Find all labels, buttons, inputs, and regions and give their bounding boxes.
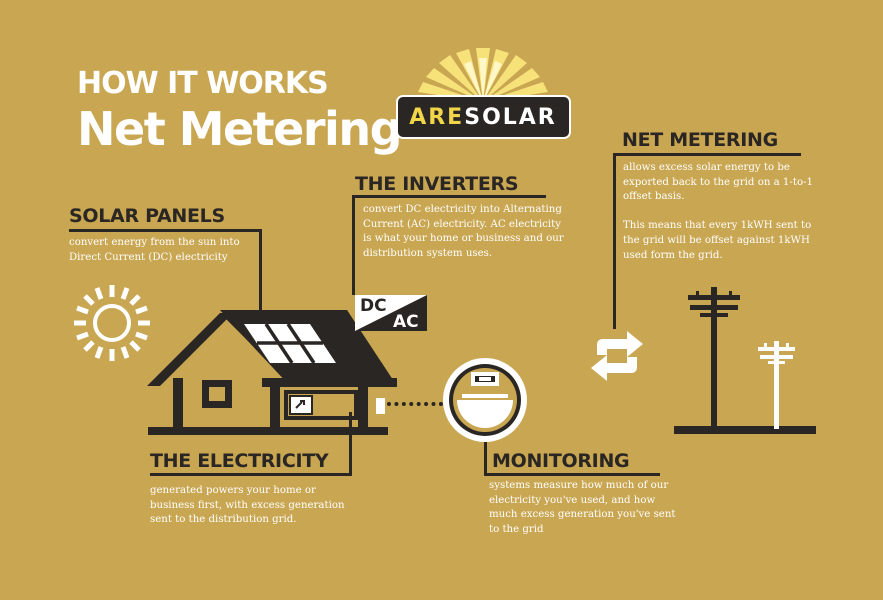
solar-panels-text: convert energy from the sun into Direct … — [69, 237, 240, 263]
logo-are: ARE — [409, 105, 465, 130]
electricity-rule — [150, 473, 352, 476]
net-metering-rule — [613, 153, 801, 156]
solar-panels-rule — [69, 229, 262, 232]
aresolar-logo: ARESOLAR — [396, 44, 571, 144]
net-metering-title: NET METERING — [622, 129, 778, 151]
electricity-connector — [349, 412, 352, 476]
logo-solar: SOLAR — [464, 105, 557, 130]
dc-label: DC — [360, 296, 387, 316]
monitoring-rule — [484, 473, 660, 476]
inverters-rule — [352, 195, 546, 198]
net-metering-text: allows excess solar energy to be exporte… — [623, 162, 814, 261]
solar-panels-connector — [259, 229, 262, 317]
monitoring-connector — [484, 440, 487, 476]
refresh-arrows-icon — [591, 331, 643, 381]
meter-icon — [443, 358, 527, 442]
net-metering-connector — [613, 153, 616, 329]
ac-label: AC — [393, 312, 419, 332]
monitoring-title: MONITORING — [492, 450, 630, 472]
inverters-connector — [352, 195, 355, 295]
outlet-icon — [289, 395, 313, 415]
dc-ac-sign-icon — [355, 295, 427, 331]
solar-panel-icon — [244, 323, 336, 364]
solar-panels-title: SOLAR PANELS — [69, 205, 225, 227]
header-kicker: HOW IT WORKS — [77, 66, 329, 101]
house-icon — [147, 310, 397, 435]
sun-icon — [74, 285, 150, 361]
utility-pole-icon — [674, 287, 816, 434]
electricity-text: generated powers your home or business f… — [150, 485, 345, 526]
inverters-title: THE INVERTERS — [355, 173, 519, 195]
electricity-title: THE ELECTRICITY — [150, 450, 329, 472]
meter-wire — [387, 402, 443, 406]
logo-sunburst-icon — [396, 48, 571, 139]
monitoring-text: systems measure how much of our electric… — [489, 480, 676, 535]
inverters-text: convert DC electricity into Alternating … — [363, 204, 564, 259]
page-title: Net Metering — [77, 102, 403, 156]
logo-wordmark: ARESOLAR — [408, 105, 558, 130]
